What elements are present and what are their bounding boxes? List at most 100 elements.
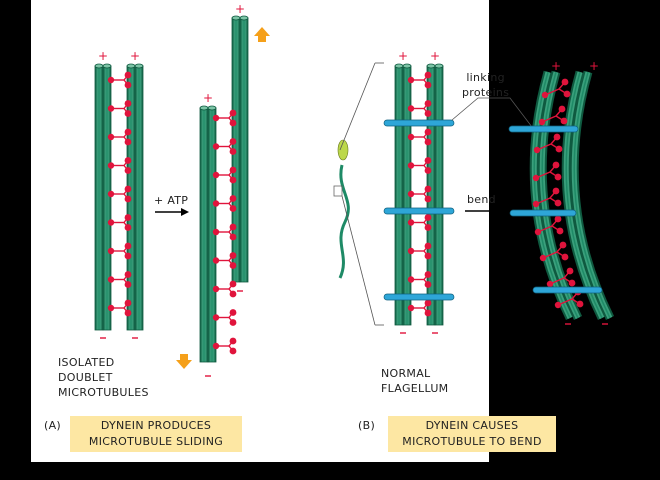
- panel-b-caption: DYNEIN CAUSES MICROTUBULE TO BEND: [388, 416, 556, 452]
- dynein-head: [424, 128, 432, 136]
- dynein-head: [229, 176, 237, 184]
- microtubule: [134, 65, 144, 331]
- dynein-head: [229, 262, 237, 269]
- dynein-head: [124, 110, 132, 117]
- dynein-head: [229, 119, 237, 127]
- dynein-head: [124, 157, 132, 164]
- dynein-head: [229, 290, 237, 298]
- microtubule-end: [402, 63, 412, 69]
- dynein-head: [424, 281, 432, 288]
- dynein-head: [124, 242, 132, 250]
- dynein-head: [424, 81, 432, 89]
- isolated-doublet-label: ISOLATED DOUBLET MICROTUBULES: [58, 356, 149, 399]
- dynein-head: [229, 280, 237, 288]
- plus-end-label: +: [130, 49, 140, 63]
- microtubule: [434, 65, 444, 326]
- dynein-head: [424, 242, 432, 250]
- dynein-head: [229, 148, 237, 155]
- normal-flagellum-label: NORMAL FLAGELLUM: [381, 367, 449, 395]
- dynein-head: [566, 267, 574, 275]
- dynein-head: [229, 166, 237, 174]
- dynein-head: [424, 271, 432, 278]
- dynein-head: [124, 100, 132, 107]
- dynein-head: [568, 279, 576, 287]
- dynein-head: [554, 173, 562, 181]
- dynein-head: [124, 224, 132, 231]
- dynein-head: [229, 347, 237, 355]
- linking-protein: [532, 286, 603, 294]
- dynein-head: [561, 78, 569, 86]
- panel-b-id: (B): [358, 419, 376, 432]
- dynein-head: [424, 71, 432, 79]
- dynein-head: [124, 281, 132, 288]
- dynein-head: [559, 241, 567, 249]
- panel-b-graphics: ++++: [333, 49, 615, 334]
- dynein-head: [229, 319, 237, 326]
- dynein-head: [576, 300, 584, 308]
- microtubule-end: [94, 63, 104, 69]
- dynein-stalk: [544, 88, 560, 96]
- dynein-head: [424, 214, 432, 221]
- plus-end-label: +: [589, 59, 599, 73]
- dynein-head: [229, 252, 237, 259]
- dynein-head: [229, 233, 237, 241]
- panel-a-id: (A): [44, 419, 62, 432]
- microtubule-end: [207, 105, 217, 111]
- plus-end-label: +: [203, 91, 213, 105]
- dynein-stalk: [535, 171, 551, 179]
- dynein-head: [560, 117, 568, 125]
- dynein-head: [124, 309, 132, 317]
- plus-end-label: +: [551, 59, 561, 73]
- microtubule-end: [231, 15, 241, 21]
- dynein-head: [552, 187, 560, 195]
- zoom-line: [339, 62, 376, 151]
- microtubule-end: [426, 63, 436, 69]
- dynein-head: [229, 337, 237, 345]
- dynein-head: [124, 71, 132, 79]
- microtubule-end: [199, 105, 209, 111]
- panel-a-caption: DYNEIN PRODUCES MICROTUBULE SLIDING: [70, 416, 242, 452]
- plus-end-label: +: [430, 49, 440, 63]
- dynein-head: [556, 227, 564, 235]
- linker-leader-line: [451, 97, 533, 128]
- dynein-head: [229, 138, 237, 145]
- bend-label: bend: [467, 193, 496, 206]
- dynein-head: [229, 109, 237, 117]
- microtubule-end: [434, 63, 444, 69]
- microtubule: [199, 107, 209, 363]
- dynein-head: [124, 138, 132, 146]
- dynein-head: [424, 252, 432, 260]
- dynein-head: [424, 138, 432, 146]
- plus-end-label: +: [235, 2, 245, 16]
- linking-protein: [383, 207, 455, 215]
- slide-down-arrow: [176, 354, 192, 369]
- panel-a-graphics: ++++: [94, 2, 270, 377]
- dynein-head: [124, 128, 132, 136]
- dynein-stalk: [557, 298, 573, 306]
- dynein-head: [229, 223, 237, 231]
- panel-a-caption-line2: MICROTUBULE SLIDING: [88, 435, 224, 448]
- dynein-head: [124, 167, 132, 174]
- dynein-head: [229, 205, 237, 212]
- dynein-stalk: [541, 115, 557, 123]
- sperm-head: [337, 139, 349, 161]
- dynein-head: [424, 100, 432, 107]
- dynein-head: [424, 224, 432, 231]
- microtubule: [394, 65, 404, 326]
- dynein-stalk: [549, 277, 565, 285]
- dynein-stalk: [535, 197, 551, 205]
- microtubule-end: [134, 63, 144, 69]
- dynein-head: [554, 199, 562, 207]
- dynein-head: [424, 195, 432, 203]
- dynein-head: [563, 90, 571, 98]
- dynein-head: [558, 105, 566, 113]
- microtubule-end: [126, 63, 136, 69]
- linking-protein: [383, 293, 455, 301]
- dynein-head: [424, 309, 432, 317]
- microtubule-end: [394, 63, 404, 69]
- dynein-head: [124, 214, 132, 221]
- dynein-head: [561, 253, 569, 261]
- dynein-head: [124, 252, 132, 260]
- dynein-head: [124, 195, 132, 203]
